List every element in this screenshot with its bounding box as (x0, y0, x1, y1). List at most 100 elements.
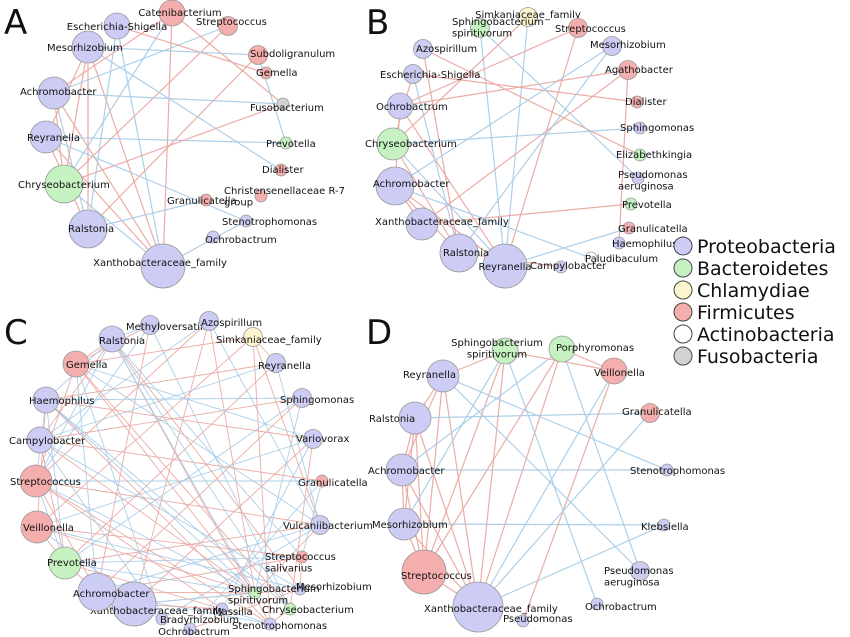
panel-b-nodes: Simkaniaceae_familyStreptococcusMesorhiz… (365, 7, 694, 289)
node-label-vulcaniibacterium: Vulcaniibacterium (283, 521, 373, 532)
node-streptococcus (19, 464, 53, 498)
node-mesorhizobium (293, 582, 307, 596)
node-label-reyranella: Reyranella (403, 370, 456, 381)
node-label-streptococcus: Streptococcus (196, 17, 267, 28)
node-ralstonia (439, 233, 479, 273)
network-edge (394, 185, 506, 267)
node-mesorhizobium (387, 507, 421, 541)
network-edge (504, 16, 529, 267)
network-edge (35, 480, 98, 593)
node-subdoligranulum (248, 45, 268, 65)
node-label-gemella: Gemella (256, 68, 297, 79)
network-edge (64, 556, 303, 564)
network-edge (111, 338, 303, 558)
node-label-klebsiella: Klebsiella (641, 522, 689, 533)
network-edge (403, 350, 506, 525)
legend-swatch-chlamydiae (673, 280, 693, 300)
node-xanthobacteraceae-family (405, 207, 439, 241)
node-granulicatella (622, 221, 636, 235)
network-edge (171, 12, 284, 105)
node-veillonella (600, 357, 628, 385)
node-dialister (274, 163, 288, 177)
node-haemophilus (612, 236, 626, 250)
panel-c-nodes: MethyloversatilisAzospirillumSimkaniacea… (9, 311, 373, 637)
node-label-fusobacterium: Fusobacterium (250, 103, 324, 114)
network-edge (36, 526, 301, 590)
network-edge (442, 375, 479, 608)
node-chryseobacterium (283, 602, 297, 616)
node-paludibaculum (584, 251, 598, 265)
node-campylobacter (554, 260, 568, 274)
network-edge (75, 363, 98, 593)
node-label-granulicatella: Granulicatella (298, 478, 368, 489)
network-edge (392, 143, 506, 267)
network-edge (477, 350, 506, 608)
network-edge (421, 69, 629, 225)
node-label-reyranella: Reyranella (258, 361, 311, 372)
network-edge (399, 105, 506, 267)
node-label-veillonella: Veillonella (594, 368, 645, 379)
node-label-granulicatella: Granulicatella (167, 196, 237, 207)
network-edge (45, 399, 256, 594)
node-label-azospirillum: Azospirillum (201, 318, 262, 329)
network-edge (477, 370, 615, 608)
node-sphingobacterium-spiritivorum (248, 586, 262, 600)
network-edge (45, 136, 247, 222)
phylum-legend: ProteobacteriaBacteroidetesChlamydiaeFir… (673, 236, 836, 368)
node-xanthobacteraceae-family (140, 243, 186, 289)
network-edge (412, 73, 638, 103)
network-edge (618, 69, 629, 244)
network-edge (39, 439, 323, 482)
panel-c-edges (35, 320, 323, 630)
network-edge (421, 203, 632, 225)
legend-label-bacteroidetes: Bacteroidetes (697, 258, 828, 280)
network-edge (394, 185, 592, 259)
node-streptococcus (218, 16, 238, 36)
network-edge (35, 363, 77, 482)
network-edge (423, 350, 506, 573)
node-stenotrophomonas (239, 214, 253, 228)
network-edge (442, 375, 668, 471)
node-mesorhizobium (602, 36, 622, 56)
node-label-reyranella: Reyranella (479, 262, 532, 273)
node-label-ralstonia: Ralstonia (443, 248, 489, 259)
legend-label-fusobacteria: Fusobacteria (697, 346, 818, 368)
network-edge (87, 25, 118, 230)
network-edge (394, 45, 613, 187)
network-edge (504, 350, 598, 605)
node-label-veillonella: Veillonella (23, 523, 74, 534)
node-sphingobacterium-spiritivorum (470, 18, 490, 38)
network-edge (36, 336, 254, 528)
panel-a-nodes: Escherichia-ShigellaCatenibacteriumStrep… (18, 0, 345, 289)
network-edge (477, 412, 651, 608)
node-granulicatella (640, 403, 660, 423)
network-edge (111, 338, 291, 610)
network-edge (45, 136, 164, 267)
node-label-achromobacter: Achromobacter (368, 466, 445, 477)
legend-label-firmicutes: Firmicutes (697, 302, 795, 324)
node-label-granulicatella: Granulicatella (622, 407, 692, 418)
node-vulcaniibacterium (310, 515, 330, 535)
node-label-massilia: Massilia (213, 607, 253, 618)
node-ochrobactrum (206, 230, 220, 244)
node-reyranella (266, 353, 286, 373)
network-edge (53, 92, 89, 230)
node-ochrobactrum (183, 622, 197, 636)
node-mesorhizobium (71, 30, 105, 64)
network-edge (221, 608, 271, 625)
network-edge (75, 363, 163, 620)
node-label-achromobacter: Achromobacter (73, 589, 150, 600)
node-label-simkaniaceae-family: Simkaniaceae_family (216, 335, 322, 346)
network-edge (45, 136, 287, 144)
network-edge (403, 523, 665, 526)
network-edge (189, 480, 323, 630)
node-variovorax (303, 429, 323, 449)
node-label-prevotella: Prevotella (266, 139, 316, 150)
network-edge (35, 338, 113, 482)
network-edge (39, 397, 303, 441)
